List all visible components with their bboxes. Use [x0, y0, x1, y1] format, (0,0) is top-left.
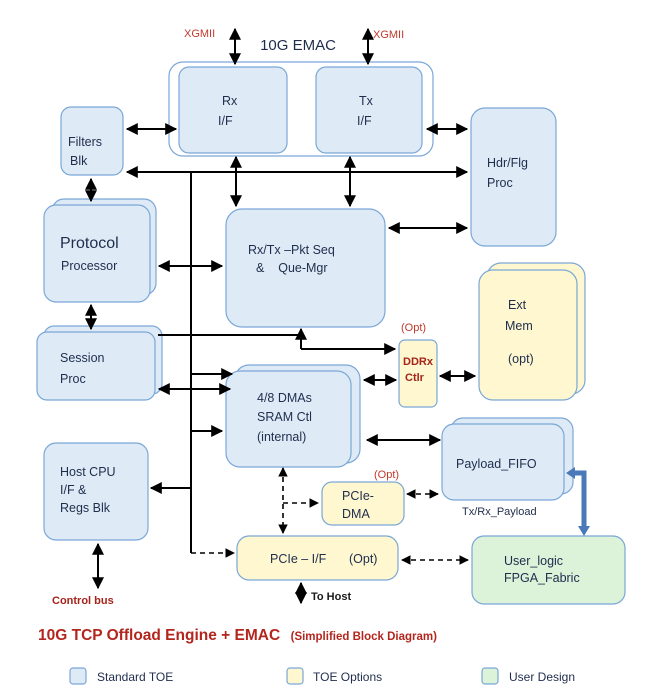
hdr-flg-block: Hdr/Flg Proc [470, 107, 557, 247]
legend-swatch-standard [69, 667, 87, 685]
dmas-block: 4/8 DMAs SRAM Ctl (internal) [225, 364, 361, 468]
ext-mem-label-2: Mem [505, 319, 533, 333]
host-cpu-label-1: Host CPU [60, 465, 116, 479]
ddrx-ctlr-block: (Opt) DDRx Ctlr [398, 322, 438, 408]
pkt-seq-block: Rx/Tx –Pkt Seq & Que-Mgr [225, 208, 386, 328]
host-cpu-label-3: Regs Blk [60, 501, 111, 515]
payload-fifo-block: Payload_FIFO (Opt) Tx/Rx_Payload [374, 417, 574, 518]
legend-swatch-options [286, 667, 304, 685]
connections [85, 27, 590, 605]
pcie-if-block: PCIe – I/F (Opt) [236, 535, 399, 581]
ext-mem-label-3: (opt) [508, 352, 534, 366]
legend-item-user: User Design [481, 667, 575, 685]
pkt-seq-label-1: Rx/Tx –Pkt Seq [248, 243, 335, 257]
pkt-seq-label-2: & Que-Mgr [256, 261, 328, 275]
title-sub: (Simplified Block Diagram) [291, 631, 438, 643]
user-logic-label-2: FPGA_Fabric [504, 571, 580, 585]
legend-item-standard: Standard TOE [69, 667, 173, 685]
legend-item-options: TOE Options [286, 667, 382, 685]
protocol-label-1: Protocol [60, 235, 119, 252]
legend: Standard TOE TOE Options User Design [69, 667, 575, 685]
legend-label-options: TOE Options [313, 670, 382, 684]
payload-bus-label: Tx/Rx_Payload [462, 506, 537, 518]
ddrx-label-1: DDRx [403, 356, 434, 368]
pcie-if-opt-label: (Opt) [349, 552, 377, 566]
ddrx-opt-label: (Opt) [401, 322, 426, 334]
diagram-title: 10G TCP Offload Engine + EMAC (Simplifie… [38, 627, 437, 644]
filters-label-2: Blk [70, 154, 88, 168]
xgmii-left-label: XGMII [184, 28, 215, 40]
legend-label-user: User Design [509, 670, 575, 684]
payload-opt-label: (Opt) [374, 469, 399, 481]
dmas-label-2: SRAM Ctl [257, 410, 312, 424]
filters-block: Filters Blk [60, 106, 124, 176]
filters-label-1: Filters [68, 135, 102, 149]
rx-if-label-2: I/F [218, 114, 233, 128]
to-host-label: To Host [311, 591, 351, 603]
payload-userlogic-arrow [566, 467, 590, 536]
protocol-label-2: Processor [61, 259, 117, 273]
tx-if-block: Tx I/F [315, 66, 423, 154]
ext-mem-block: Ext Mem (opt) [478, 262, 586, 401]
tx-if-label-2: I/F [357, 114, 372, 128]
hdr-flg-label-1: Hdr/Flg [487, 156, 528, 170]
dmas-label-3: (internal) [257, 430, 306, 444]
session-label-1: Session [60, 351, 105, 365]
pcie-dma-label-2: DMA [342, 507, 370, 521]
session-proc-block: Session Proc [36, 325, 163, 401]
session-label-2: Proc [60, 372, 86, 386]
title-main: 10G TCP Offload Engine + EMAC [38, 627, 280, 644]
pcie-dma-block: PCIe- DMA [321, 481, 405, 526]
control-bus-label: Control bus [52, 595, 114, 607]
user-logic-block: User_logic FPGA_Fabric [471, 535, 626, 605]
user-logic-label-1: User_logic [504, 554, 563, 568]
ext-mem-label-1: Ext [508, 298, 527, 312]
payload-fifo-label: Payload_FIFO [456, 457, 537, 471]
ddrx-label-2: Ctlr [405, 372, 425, 384]
protocol-processor-block: Protocol Processor [43, 198, 157, 303]
rx-if-label-1: Rx [222, 94, 238, 108]
host-cpu-block: Host CPU I/F & Regs Blk [43, 442, 149, 541]
pcie-if-label: PCIe – I/F [270, 552, 327, 566]
legend-swatch-user [481, 667, 499, 685]
rx-if-block: Rx I/F [178, 66, 288, 154]
hdr-flg-label-2: Proc [487, 176, 513, 190]
emac-title: 10G EMAC [260, 37, 336, 54]
dmas-label-1: 4/8 DMAs [257, 391, 312, 405]
host-cpu-label-2: I/F & [60, 483, 87, 497]
xgmii-right-label: XGMII [373, 29, 404, 41]
legend-label-standard: Standard TOE [97, 670, 173, 684]
pcie-dma-label-1: PCIe- [342, 489, 374, 503]
tx-if-label-1: Tx [359, 94, 374, 108]
